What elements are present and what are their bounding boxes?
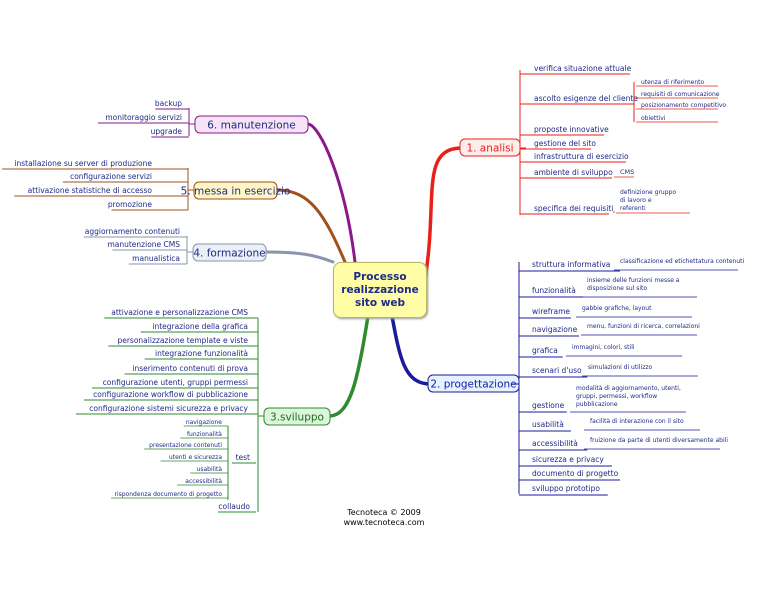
progettazione-item-wireframe[interactable]: wireframe	[532, 307, 570, 316]
progettazione-sub-insieme-delle-funzioni-messe-a[interactable]: insieme delle funzioni messe a	[587, 277, 680, 284]
esercizio-item-promozione[interactable]: promozione	[108, 200, 153, 209]
test-item-usabilita[interactable]: usabilità	[197, 466, 223, 473]
test-item-navigazione[interactable]: navigazione	[186, 419, 222, 426]
specifica-sub-referenti[interactable]: referenti	[620, 205, 646, 212]
formazione-item-aggiornamento-contenuti[interactable]: aggiornamento contenuti	[85, 227, 180, 236]
progettazione-item-grafica[interactable]: grafica	[532, 346, 558, 355]
formazione-item-manualistica[interactable]: manualistica	[132, 254, 180, 263]
progettazione-item-sviluppo-prototipo[interactable]: sviluppo prototipo	[532, 484, 600, 493]
analisi-item-gestione-del-sito[interactable]: gestione del sito	[534, 139, 596, 148]
progettazione-item-scenari-d-uso[interactable]: scenari d'uso	[532, 366, 582, 375]
manutenzione-item-backup[interactable]: backup	[155, 99, 182, 108]
branch-curve-manutenzione	[306, 122, 357, 264]
sviluppo-item-configurazione-sistemi-sicurezza-e-privacy[interactable]: configurazione sistemi sicurezza e priva…	[89, 404, 248, 413]
test-item-rispondenza-documento-di-progetto[interactable]: rispondenza documento di progetto	[114, 491, 222, 498]
progettazione-item-usabilita[interactable]: usabilità	[532, 420, 564, 429]
sviluppo-item-configurazione-utenti-gruppi-permessi[interactable]: configurazione utenti, gruppi permessi	[103, 378, 248, 387]
topic-manutenzione-label: 6. manutenzione	[207, 120, 296, 132]
central-topic-label: Processo realizzazione sito web	[341, 270, 419, 309]
esercizio-item-configurazione-servizi[interactable]: configurazione servizi	[70, 172, 152, 181]
formazione-item-manutenzione-cms[interactable]: manutenzione CMS	[107, 240, 180, 249]
sviluppo-item-integrazione-della-grafica[interactable]: integrazione della grafica	[152, 322, 248, 331]
ambiente-sub-cms[interactable]: CMS	[620, 168, 634, 176]
topic-progettazione-label: 2. progettazione	[430, 379, 516, 391]
branch-curve-esercizio	[275, 188, 347, 264]
footer-url: www.tecnoteca.com	[343, 518, 425, 527]
ascolto-sub-posizionamento-competitivo[interactable]: posizionamento competitivo	[641, 102, 726, 109]
test-item-accessibilita[interactable]: accessibilità	[185, 478, 222, 485]
branch-curve-sviluppo	[328, 314, 370, 418]
test-item-funzionalita[interactable]: funzionalità	[187, 431, 222, 438]
progettazione-item-sicurezza-e-privacy[interactable]: sicurezza e privacy	[532, 455, 604, 464]
branch-curve-progettazione	[390, 314, 430, 386]
progettazione-sub-classificazione-ed-etichettatura-contenuti[interactable]: classificazione ed etichettatura contenu…	[620, 258, 744, 265]
sviluppo-item-personalizzazione-template-e-viste[interactable]: personalizzazione template e viste	[117, 336, 248, 345]
esercizio-item-attivazione-statistiche-di-accesso[interactable]: attivazione statistiche di accesso	[28, 186, 153, 195]
topic-formazione-label: 4. formazione	[193, 248, 265, 260]
sviluppo-item-attivazione-e-personalizzazione-cms[interactable]: attivazione e personalizzazione CMS	[111, 308, 248, 317]
ascolto-sub-obiettivi[interactable]: obiettivi	[641, 115, 666, 122]
branch-curve-formazione	[264, 250, 335, 264]
test-item-presentazione-contenuti[interactable]: presentazione contenuti	[149, 442, 222, 449]
specifica-sub-di-lavoro-e[interactable]: di lavoro e	[620, 197, 652, 204]
progettazione-sub-menu-funzioni-di-ricerca-correlazioni[interactable]: menu, funzioni di ricerca, correlazioni	[587, 323, 700, 330]
progettazione-item-gestione[interactable]: gestione	[532, 401, 565, 410]
esercizio-item-installazione-su-server-di-produzione[interactable]: installazione su server di produzione	[14, 159, 152, 168]
progettazione-item-funzionalita[interactable]: funzionalità	[532, 286, 576, 295]
sviluppo-test-label[interactable]: test	[236, 453, 250, 462]
progettazione-item-navigazione[interactable]: navigazione	[532, 325, 578, 334]
topic-sviluppo-label: 3.sviluppo	[270, 412, 324, 424]
analisi-item-verifica-situazione-attuale[interactable]: verifica situazione attuale	[534, 64, 632, 73]
topic-esercizio-label: 5. messa in esercizio	[181, 186, 291, 198]
progettazione-sub-gruppi-permessi-workflow[interactable]: gruppi, permessi, workflow	[576, 393, 657, 400]
progettazione-sub-modalita-di-aggiornamento-utenti[interactable]: modalità di aggiornamento, utenti,	[576, 385, 681, 392]
analisi-item-ascolto-esigenze-del-cliente[interactable]: ascolto esigenze del cliente	[534, 94, 638, 103]
progettazione-sub-fruizione-da-parte-di-utenti-diversamente-abili[interactable]: fruizione da parte di utenti diversament…	[590, 437, 728, 444]
progettazione-item-accessibilita[interactable]: accessibilità	[532, 439, 578, 448]
branch-curve-analisi	[423, 146, 462, 282]
sviluppo-collaudo[interactable]: collaudo	[218, 502, 250, 511]
ascolto-sub-utenza-di-riferimento[interactable]: utenza di riferimento	[641, 79, 705, 86]
sviluppo-item-inserimento-contenuti-di-prova[interactable]: inserimento contenuti di prova	[132, 364, 248, 373]
progettazione-sub-disposizione-sul-sito[interactable]: disposizione sul sito	[587, 285, 647, 292]
manutenzione-item-upgrade[interactable]: upgrade	[151, 127, 183, 136]
analisi-item-ambiente-di-sviluppo[interactable]: ambiente di sviluppo	[534, 168, 613, 177]
analisi-item-infrastruttura-di-esercizio[interactable]: infrastruttura di esercizio	[534, 152, 629, 161]
specifica-sub-definizione-gruppo[interactable]: definizione gruppo	[620, 189, 676, 196]
analisi-item-specifica-dei-requisiti[interactable]: specifica dei requisiti	[534, 204, 613, 213]
analisi-item-proposte-innovative[interactable]: proposte innovative	[534, 125, 609, 134]
manutenzione-item-monitoraggio-servizi[interactable]: monitoraggio servizi	[105, 113, 182, 122]
progettazione-sub-immagini-colori-stili[interactable]: immagini, colori, stili	[572, 344, 635, 351]
topic-analisi-label: 1. analisi	[466, 143, 513, 155]
progettazione-sub-simulazioni-di-utilizzo[interactable]: simulazioni di utilizzo	[588, 364, 652, 371]
sviluppo-item-integrazione-funzionalita[interactable]: integrazione funzionalità	[155, 349, 248, 358]
progettazione-sub-pubblicazione[interactable]: pubblicazione	[576, 401, 618, 408]
central-topic[interactable]: Processo realizzazione sito web	[333, 262, 427, 318]
ascolto-sub-requisiti-di-comunicazione[interactable]: requisiti di comunicazione	[641, 91, 720, 98]
progettazione-sub-gabbie-grafiche-layout[interactable]: gabbie grafiche, layout	[582, 305, 652, 312]
test-item-utenti-e-sicurezza[interactable]: utenti e sicurezza	[169, 454, 222, 461]
progettazione-item-documento-di-progetto[interactable]: documento di progetto	[532, 469, 619, 478]
sviluppo-item-configurazione-workflow-di-pubblicazione[interactable]: configurazione workflow di pubblicazione	[93, 390, 248, 399]
progettazione-sub-facilita-di-interazione-con-il-sito[interactable]: facilità di interazione con il sito	[590, 418, 684, 425]
footer-copyright: Tecnoteca © 2009	[347, 508, 421, 517]
progettazione-item-struttura-informativa[interactable]: struttura informativa	[532, 260, 610, 269]
